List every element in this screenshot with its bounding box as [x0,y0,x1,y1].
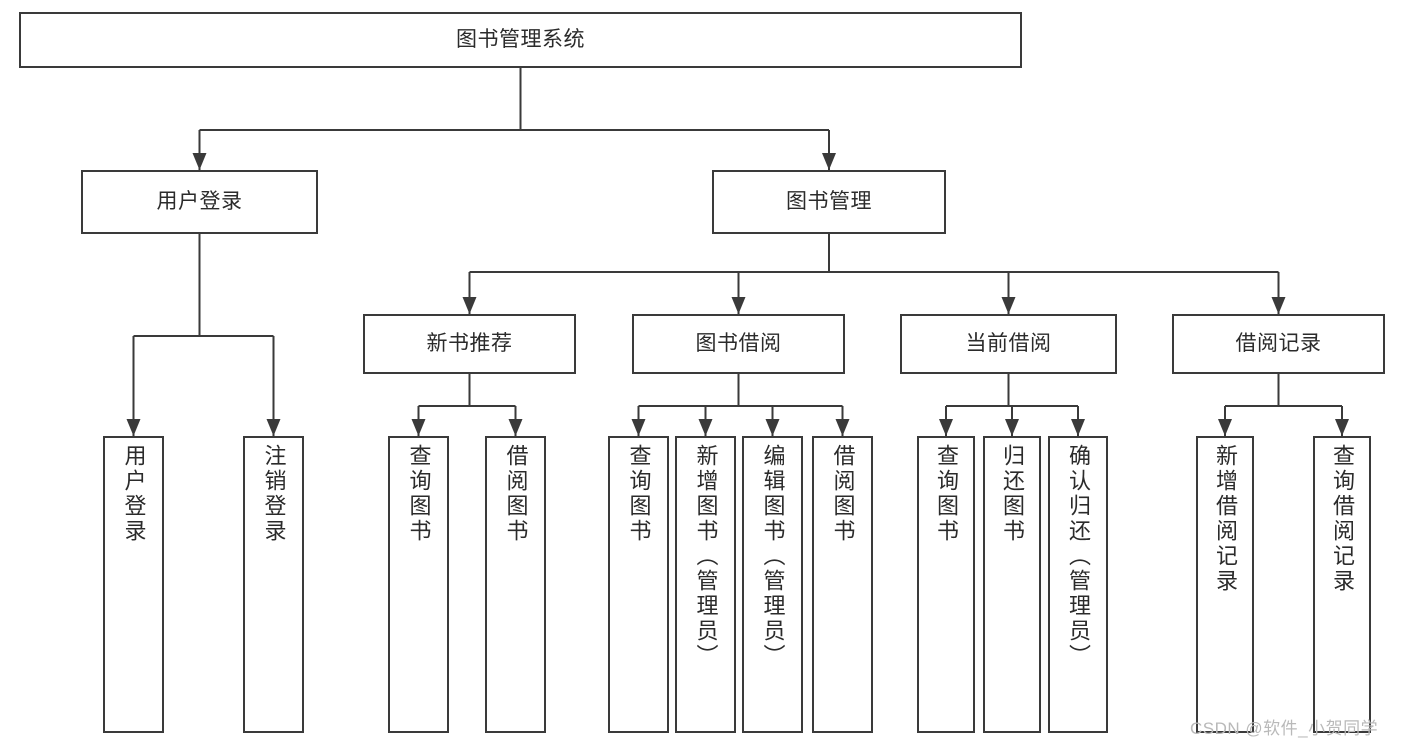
arrow-head-newbook [462,297,477,314]
arrow-head-leaf-new-2 [508,419,523,436]
node-login[interactable]: 用户登录 [81,170,318,234]
node-leaf-new-2[interactable]: 借阅图书 [485,436,546,733]
node-label: 新书推荐 [426,331,513,355]
node-borrow[interactable]: 图书借阅 [632,314,845,374]
node-label: 查询图书 [934,444,959,544]
arrow-head-leaf-login-2 [266,419,281,436]
node-label: 归还图书 [1000,444,1025,544]
node-leaf-borrow-2[interactable]: 新增图书（管理员） [675,436,736,733]
arrow-head-leaf-borrow-3 [765,419,780,436]
node-leaf-cur-2[interactable]: 归还图书 [983,436,1041,733]
node-newbook[interactable]: 新书推荐 [363,314,576,374]
node-label: 图书管理 [786,189,872,213]
node-label: 注销登录 [261,444,287,544]
node-bookmgr[interactable]: 图书管理 [712,170,946,234]
node-label: 借阅记录 [1235,331,1322,355]
arrow-head-records [1271,297,1286,314]
node-leaf-rec-1[interactable]: 新增借阅记录 [1196,436,1254,733]
node-leaf-borrow-1[interactable]: 查询图书 [608,436,669,733]
node-leaf-borrow-4[interactable]: 借阅图书 [812,436,873,733]
node-label: 当前借阅 [965,331,1052,355]
node-leaf-login-2[interactable]: 注销登录 [243,436,304,733]
arrow-head-leaf-rec-2 [1335,419,1349,436]
arrow-head-current [1001,297,1016,314]
arrow-head-leaf-borrow-2 [698,419,713,436]
node-label: 查询图书 [626,444,652,544]
node-leaf-cur-1[interactable]: 查询图书 [917,436,975,733]
node-label: 确认归还（管理员） [1066,444,1091,669]
node-label: 查询借阅记录 [1330,444,1355,594]
arrow-head-login [192,153,207,170]
node-leaf-cur-3[interactable]: 确认归还（管理员） [1048,436,1108,733]
arrow-head-leaf-borrow-4 [835,419,850,436]
node-label: 用户登录 [156,189,243,213]
arrow-head-leaf-new-1 [411,419,426,436]
node-label: 图书管理系统 [456,27,585,51]
node-label: 借阅图书 [830,444,856,544]
arrow-head-leaf-login-1 [126,419,141,436]
node-label: 查询图书 [406,444,432,544]
arrow-head-bookmgr [822,153,836,170]
arrow-head-leaf-borrow-1 [631,419,646,436]
node-leaf-borrow-3[interactable]: 编辑图书（管理员） [742,436,803,733]
arrow-head-leaf-cur-3 [1071,419,1085,436]
node-root[interactable]: 图书管理系统 [19,12,1022,68]
node-label: 借阅图书 [503,444,529,544]
node-leaf-new-1[interactable]: 查询图书 [388,436,449,733]
node-label: 编辑图书（管理员） [760,444,786,669]
node-label: 新增图书（管理员） [693,444,719,669]
arrow-head-borrow [731,297,746,314]
csdn-watermark: CSDN @软件_小贺同学 [1190,719,1379,738]
node-records[interactable]: 借阅记录 [1172,314,1385,374]
arrow-head-leaf-cur-2 [1005,419,1019,436]
node-current[interactable]: 当前借阅 [900,314,1117,374]
arrow-head-leaf-cur-1 [939,419,953,436]
node-leaf-login-1[interactable]: 用户登录 [103,436,164,733]
node-leaf-rec-2[interactable]: 查询借阅记录 [1313,436,1371,733]
arrow-head-leaf-rec-1 [1218,419,1232,436]
node-label: 图书借阅 [695,331,782,355]
node-label: 新增借阅记录 [1213,444,1238,594]
node-label: 用户登录 [121,444,147,544]
